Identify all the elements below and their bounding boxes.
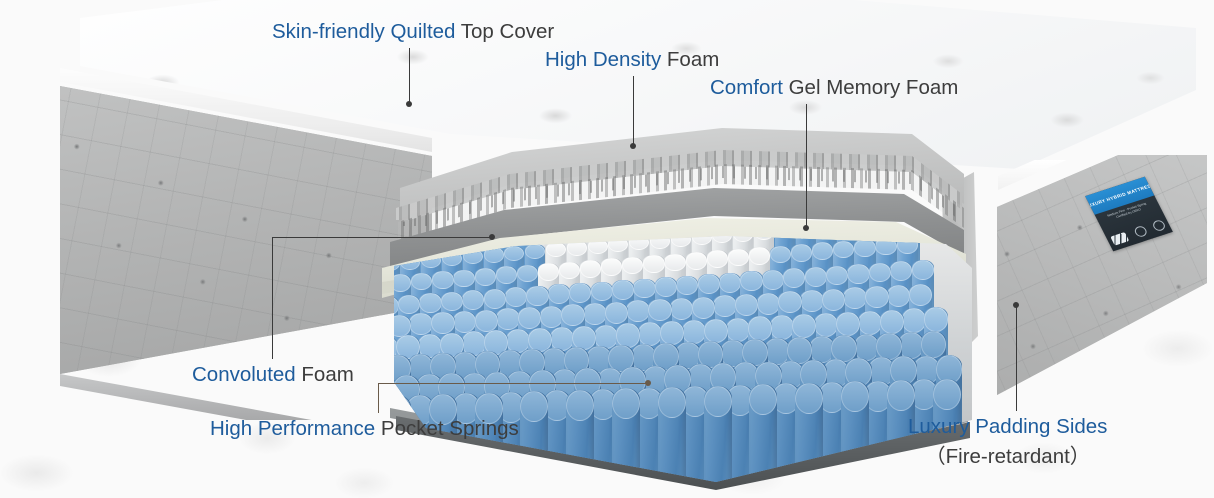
- label-padding-sides-highlight: Luxury Padding Sides: [908, 415, 1108, 438]
- leader-line-high-density-foam: [633, 76, 635, 148]
- pocket-spring: [657, 386, 686, 482]
- label-convoluted-foam: Convoluted Foam: [192, 363, 354, 387]
- pocket-spring: [840, 381, 869, 482]
- leader-dot-pocket-springs: [645, 380, 651, 386]
- label-gel-memory-foam-rest: Gel Memory Foam: [782, 76, 959, 99]
- label-high-density-foam-rest: Foam: [661, 48, 720, 71]
- label-gel-memory-foam-highlight: Comfort: [710, 76, 783, 99]
- leader-line-convoluted-foam-horizontal: [272, 237, 494, 239]
- pocket-spring: [386, 316, 390, 407]
- pocket-spring: [386, 356, 389, 468]
- label-pocket-springs-rest: Pocket Springs: [375, 417, 519, 440]
- pocket-spring: [749, 384, 778, 482]
- leader-dot-padding-sides: [1013, 302, 1019, 308]
- leader-dot-gel-memory-foam: [803, 225, 809, 231]
- certification-icon-1: [1132, 225, 1149, 239]
- brand-logo-icon: [1110, 231, 1130, 246]
- label-convoluted-foam-highlight: Convoluted: [192, 363, 296, 386]
- leader-dot-convoluted-foam: [489, 234, 495, 240]
- label-top-cover-rest: Top Cover: [455, 20, 555, 43]
- leader-line-pocket-springs-vertical: [378, 383, 380, 413]
- label-top-cover: Skin-friendly Quilted Top Cover: [272, 20, 554, 44]
- pocket-spring: [520, 391, 549, 482]
- left-side-padding-panel: [60, 86, 432, 374]
- label-padding-sides-rest: （Fire-retardant）: [925, 445, 1091, 468]
- leader-dot-top-cover: [406, 101, 412, 107]
- pocket-spring: [566, 389, 595, 482]
- leader-line-pocket-springs-horizontal: [378, 383, 649, 385]
- label-high-density-foam-highlight: High Density: [545, 48, 662, 71]
- label-pocket-springs-highlight: High Performance: [210, 417, 376, 440]
- label-pocket-springs: High Performance Pocket Springs: [210, 417, 519, 441]
- label-padding-sides: Luxury Padding Sides （Fire-retardant）: [908, 415, 1107, 469]
- certification-icon-2: [1151, 218, 1167, 233]
- label-top-cover-highlight: Skin-friendly Quilted: [272, 20, 456, 43]
- leader-line-top-cover: [409, 48, 411, 106]
- pocket-spring: [703, 385, 732, 482]
- label-high-density-foam: High Density Foam: [545, 48, 719, 72]
- leader-line-padding-sides: [1016, 305, 1018, 411]
- leader-dot-high-density-foam: [630, 143, 636, 149]
- leader-line-convoluted-foam-vertical: [272, 237, 274, 359]
- label-convoluted-foam-rest: Foam: [295, 363, 354, 386]
- leader-line-gel-memory-foam: [806, 104, 808, 230]
- label-gel-memory-foam: Comfort Gel Memory Foam: [710, 76, 958, 100]
